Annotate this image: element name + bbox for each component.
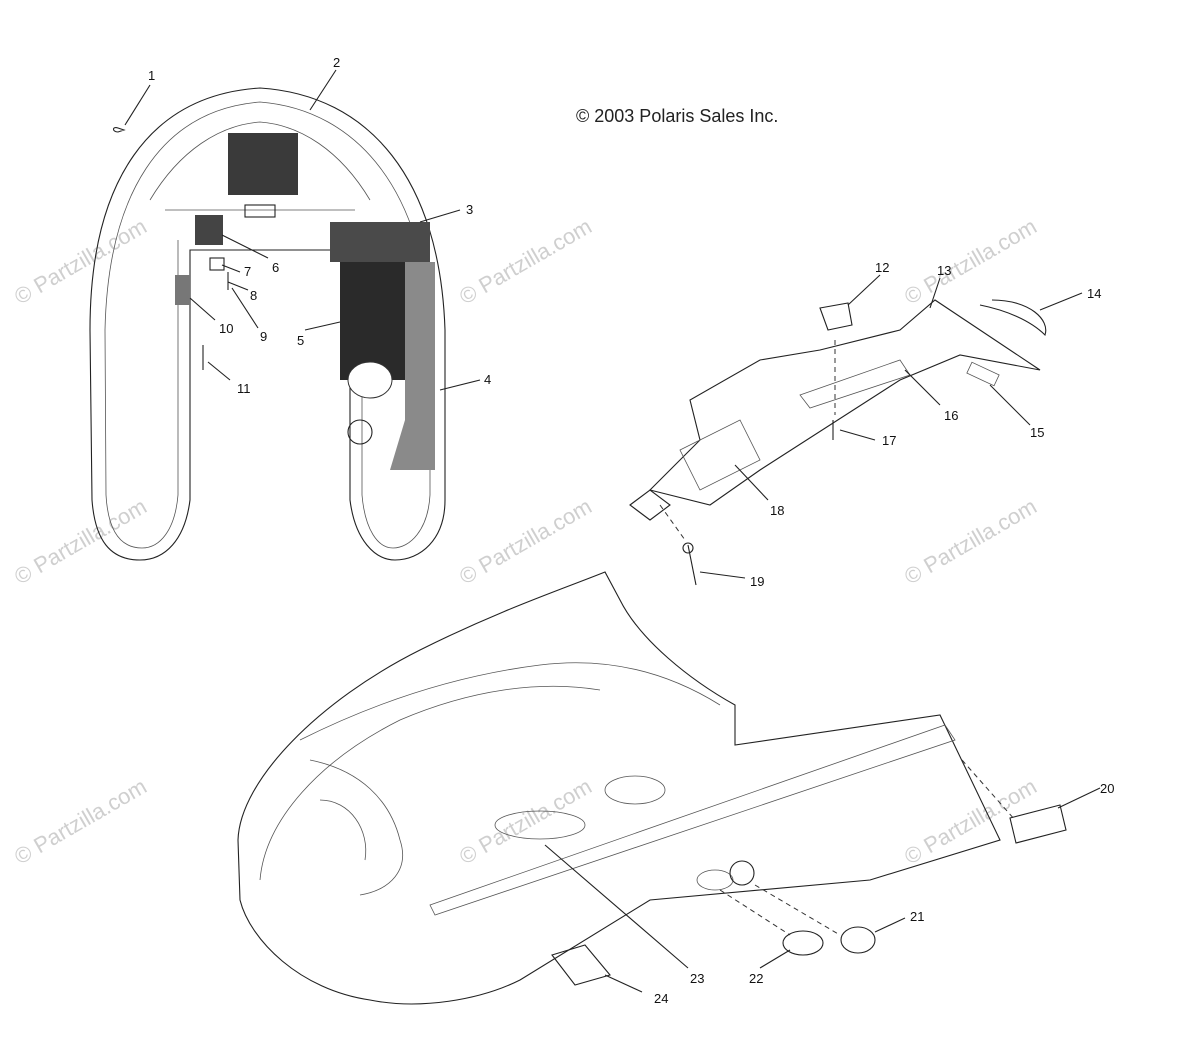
callout-12: 12 (875, 260, 889, 275)
hood-perspective-view (237, 571, 1067, 1005)
hood-top-view (89, 87, 446, 561)
callout-7: 7 (244, 264, 251, 279)
watermark: © Partzilla.com (455, 494, 596, 590)
callout-18: 18 (770, 503, 784, 518)
callout-23: 23 (690, 971, 704, 986)
callout-5: 5 (297, 333, 304, 348)
watermark: © Partzilla.com (10, 494, 151, 590)
decal-10 (175, 275, 190, 305)
reflector-20 (1009, 804, 1067, 844)
decal-3 (330, 222, 430, 262)
plug-21 (840, 926, 876, 954)
watermark: © Partzilla.com (900, 214, 1041, 310)
callout-3: 3 (466, 202, 473, 217)
callout-17: 17 (882, 433, 896, 448)
pad-24 (551, 944, 611, 986)
watermark: © Partzilla.com (455, 774, 596, 870)
watermark: © Partzilla.com (455, 214, 596, 310)
callout-9: 9 (260, 329, 267, 344)
leader-lines (112, 69, 1101, 993)
watermark: © Partzilla.com (900, 494, 1041, 590)
callout-14: 14 (1087, 286, 1101, 301)
decal-6 (195, 215, 223, 245)
callout-13: 13 (937, 263, 951, 278)
decal-4 (390, 262, 435, 470)
callout-24: 24 (654, 991, 668, 1006)
callout-1: 1 (148, 68, 155, 83)
callout-19: 19 (750, 574, 764, 589)
callout-16: 16 (944, 408, 958, 423)
callout-4: 4 (484, 372, 491, 387)
callout-8: 8 (250, 288, 257, 303)
callout-15: 15 (1030, 425, 1044, 440)
copyright-notice: © 2003 Polaris Sales Inc. (576, 106, 779, 126)
plug-22 (782, 930, 824, 956)
clip-7 (209, 257, 225, 271)
callout-22: 22 (749, 971, 763, 986)
watermarks: © Partzilla.com © Partzilla.com © Partzi… (10, 214, 1041, 870)
callout-2: 2 (333, 55, 340, 70)
callout-20: 20 (1100, 781, 1114, 796)
watermark: © Partzilla.com (900, 774, 1041, 870)
callout-10: 10 (219, 321, 233, 336)
callout-21: 21 (910, 909, 924, 924)
watermark: © Partzilla.com (10, 774, 151, 870)
watermark: © Partzilla.com (10, 214, 151, 310)
callout-11: 11 (237, 381, 251, 396)
callout-6: 6 (272, 260, 279, 275)
decal-2 (228, 133, 298, 195)
decal-5 (340, 262, 405, 380)
bracket-assembly (629, 299, 1047, 586)
callouts: 1 2 3 4 5 6 7 8 9 10 11 12 13 14 15 16 1… (148, 55, 1114, 1006)
